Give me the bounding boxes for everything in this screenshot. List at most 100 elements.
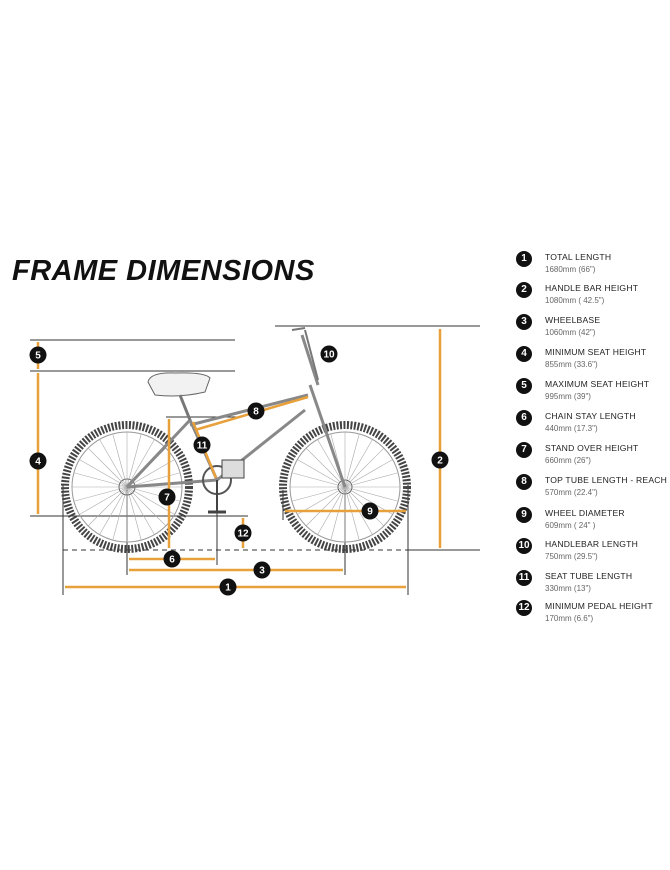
dimension-value: 330mm (13") bbox=[545, 584, 591, 593]
badge-number: 6 bbox=[169, 555, 175, 566]
spoke bbox=[305, 486, 346, 527]
badge-number: 8 bbox=[253, 407, 259, 418]
badge-number: 9 bbox=[367, 507, 373, 518]
number-badge: 9 bbox=[516, 507, 532, 523]
spoke bbox=[317, 439, 346, 488]
number-badge: 12 bbox=[516, 600, 532, 616]
dimension-name: TOTAL LENGTH bbox=[545, 252, 612, 262]
dimension-value: 170mm (6.6") bbox=[545, 614, 594, 623]
spoke bbox=[126, 439, 155, 488]
number-badge: 7 bbox=[516, 442, 532, 458]
badge-circle bbox=[29, 452, 47, 470]
badge-circle bbox=[158, 488, 176, 506]
badge-circle bbox=[163, 550, 181, 568]
spoke bbox=[126, 486, 175, 515]
badge-circle bbox=[361, 502, 379, 520]
spoke bbox=[344, 486, 399, 502]
spoke bbox=[344, 472, 399, 488]
seat bbox=[147, 372, 211, 421]
spoke bbox=[126, 433, 142, 488]
dimension-value: 995mm (39") bbox=[545, 392, 591, 401]
badge-number: 4 bbox=[35, 457, 41, 468]
spoke bbox=[126, 486, 167, 527]
spoke bbox=[73, 472, 128, 488]
badge-circle bbox=[253, 561, 271, 579]
spoke bbox=[126, 472, 181, 488]
spoke bbox=[87, 447, 128, 488]
spoke bbox=[297, 459, 346, 488]
number-badge: 6 bbox=[516, 410, 532, 426]
dimension-name: HANDLE BAR HEIGHT bbox=[545, 283, 639, 293]
diagram-badge-1: 1 bbox=[219, 578, 237, 596]
bike-illustration bbox=[61, 327, 411, 553]
handlebar bbox=[291, 327, 319, 381]
spoke bbox=[291, 486, 346, 502]
diagram-badge-7: 7 bbox=[158, 488, 176, 506]
diagram-badge-4: 4 bbox=[29, 452, 47, 470]
badge-circle bbox=[193, 436, 211, 454]
reference-lines bbox=[30, 325, 480, 595]
dimension-value: 1680mm (66") bbox=[545, 265, 596, 274]
dimension-value: 855mm (33.6") bbox=[545, 360, 598, 369]
spoke bbox=[344, 433, 360, 488]
spoke bbox=[344, 447, 385, 488]
badge-circle bbox=[219, 578, 237, 596]
dimension-name: HANDLEBAR LENGTH bbox=[545, 539, 638, 549]
spoke bbox=[126, 459, 175, 488]
badge-number: 2 bbox=[437, 456, 443, 467]
number-badge: 11 bbox=[516, 570, 532, 586]
number-badge: 2 bbox=[516, 282, 532, 298]
dimension-value: 570mm (22.4") bbox=[545, 488, 598, 497]
badge-number: 12 bbox=[237, 529, 249, 540]
badge-circle bbox=[234, 524, 252, 542]
dimension-name: CHAIN STAY LENGTH bbox=[545, 411, 636, 421]
diagram-badge-2: 2 bbox=[431, 451, 449, 469]
spoke bbox=[79, 486, 128, 515]
spoke bbox=[99, 486, 128, 535]
dimension-value: 1060mm (42") bbox=[545, 328, 596, 337]
spoke bbox=[126, 486, 142, 541]
dimension-name: TOP TUBE LENGTH - REACH bbox=[545, 475, 668, 485]
badge-circle bbox=[29, 346, 47, 364]
diagram-badge-6: 6 bbox=[163, 550, 181, 568]
spoke bbox=[344, 459, 393, 488]
dimension-name: WHEELBASE bbox=[545, 315, 601, 325]
diagram-badge-5: 5 bbox=[29, 346, 47, 364]
number-badge: 4 bbox=[516, 346, 532, 362]
dimension-name: MINIMUM SEAT HEIGHT bbox=[545, 347, 647, 357]
number-badge: 1 bbox=[516, 251, 532, 267]
number-badge: 5 bbox=[516, 378, 532, 394]
badge-number: 10 bbox=[323, 350, 335, 361]
badge-number: 1 bbox=[225, 583, 231, 594]
spoke bbox=[99, 439, 128, 488]
diagram-badge-10: 10 bbox=[320, 345, 338, 363]
dimension-value: 609mm ( 24" ) bbox=[545, 521, 596, 530]
diagram-badge-9: 9 bbox=[361, 502, 379, 520]
diagram-badge-3: 3 bbox=[253, 561, 271, 579]
spoke bbox=[112, 433, 128, 488]
spoke bbox=[79, 459, 128, 488]
number-badge: 10 bbox=[516, 538, 532, 554]
dimension-name: MINIMUM PEDAL HEIGHT bbox=[545, 601, 653, 611]
diagram-badge-8: 8 bbox=[247, 402, 265, 420]
spoke bbox=[305, 447, 346, 488]
spoke bbox=[344, 486, 360, 541]
dimension-name: SEAT TUBE LENGTH bbox=[545, 571, 633, 581]
dimension-name: WHEEL DIAMETER bbox=[545, 508, 625, 518]
page-title: FRAME DIMENSIONS bbox=[12, 255, 315, 287]
dimension-value: 660mm (26") bbox=[545, 456, 591, 465]
badge-circle bbox=[431, 451, 449, 469]
dimension-name: STAND OVER HEIGHT bbox=[545, 443, 639, 453]
spoke bbox=[291, 472, 346, 488]
spokes bbox=[72, 432, 400, 542]
badge-circle bbox=[247, 402, 265, 420]
spoke bbox=[344, 439, 373, 488]
spoke bbox=[87, 486, 128, 527]
diagram-badge-11: 11 bbox=[193, 436, 211, 454]
number-badge: 8 bbox=[516, 474, 532, 490]
dimension-value: 750mm (29.5") bbox=[545, 552, 598, 561]
badge-number: 3 bbox=[259, 566, 265, 577]
dimension-name: MAXIMUM SEAT HEIGHT bbox=[545, 379, 650, 389]
